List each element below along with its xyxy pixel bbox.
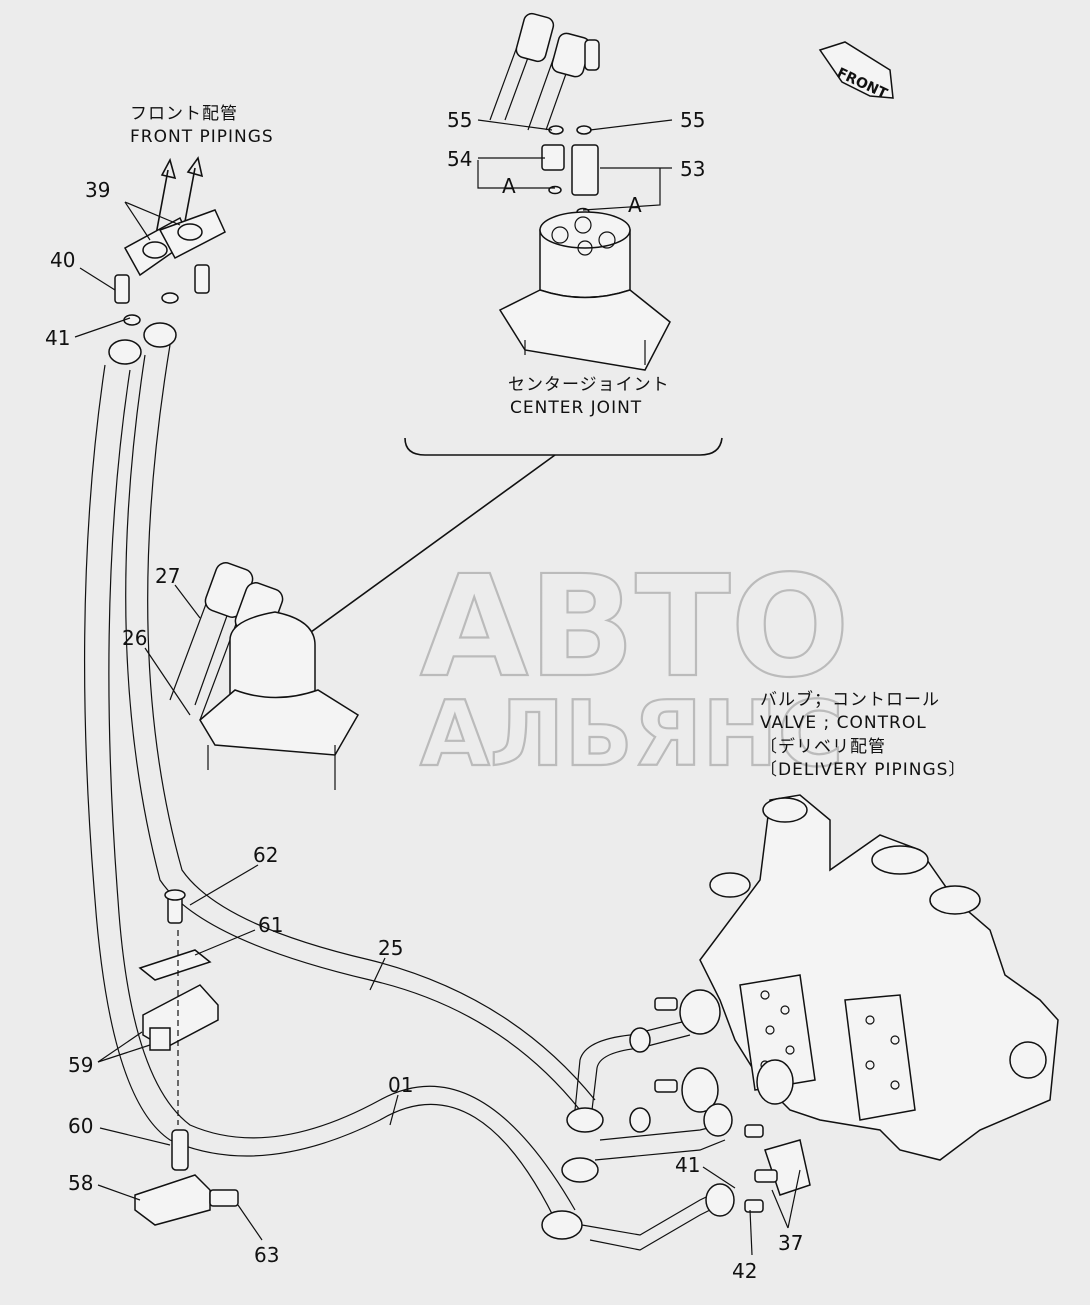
part-25: 25: [378, 936, 403, 960]
part-58: 58: [68, 1171, 93, 1195]
front-pipings-assembly: フロント配管 FRONT PIPINGS: [83, 104, 596, 1231]
watermark-line1: АВТО: [420, 546, 850, 709]
part-41-right: 41: [675, 1153, 700, 1177]
part-63: 63: [254, 1243, 279, 1267]
valve-control-label-jp: バルブ；コントロール: [760, 689, 940, 710]
center-joint-label-jp: センタージョイント: [508, 375, 670, 395]
part-42: 42: [732, 1259, 757, 1283]
center-joint-label-en: CENTER JOINT: [510, 398, 642, 418]
delivery-label-en: 〔DELIVERY PIPINGS〕: [760, 760, 966, 780]
front-pipings-label-en: FRONT PIPINGS: [130, 127, 274, 147]
center-joint-detail: A A センタージョイント CENTER JOINT: [299, 12, 723, 641]
watermark: АВТО АЛЬЯНС: [419, 545, 851, 788]
part-37: 37: [778, 1231, 803, 1255]
valve-control-label-en: VALVE ; CONTROL: [760, 713, 927, 733]
part-55-left: 55: [447, 108, 472, 132]
delivery-label-jp: 〔デリベリ配管: [760, 736, 886, 757]
part-numbers: 39 40 41 55 55 54 53 27 26 62 61 25 01 5…: [45, 108, 803, 1283]
watermark-line2: АЛЬЯНС: [420, 682, 844, 787]
part-27: 27: [155, 564, 180, 588]
part-59: 59: [68, 1053, 93, 1077]
part-26: 26: [122, 626, 147, 650]
part-40: 40: [50, 248, 75, 272]
leader-lines: [74, 119, 801, 1256]
swivel-joint: [169, 562, 360, 790]
part-60: 60: [68, 1114, 93, 1138]
part-53: 53: [680, 157, 705, 181]
part-62: 62: [253, 843, 278, 867]
part-01: 01: [388, 1073, 413, 1097]
part-54: 54: [447, 147, 472, 171]
front-direction-arrow: FRONT: [818, 41, 894, 102]
front-pipings-label-jp: フロント配管: [130, 104, 238, 124]
detail-a-right: A: [628, 193, 642, 217]
detail-a-left: A: [502, 174, 516, 198]
clamp-assembly: [134, 889, 239, 1226]
part-41-left: 41: [45, 326, 70, 350]
part-55-right: 55: [680, 108, 705, 132]
part-39: 39: [85, 178, 110, 202]
delivery-fittings: [541, 989, 811, 1251]
detail-leader: [299, 454, 556, 641]
part-61: 61: [258, 913, 283, 937]
